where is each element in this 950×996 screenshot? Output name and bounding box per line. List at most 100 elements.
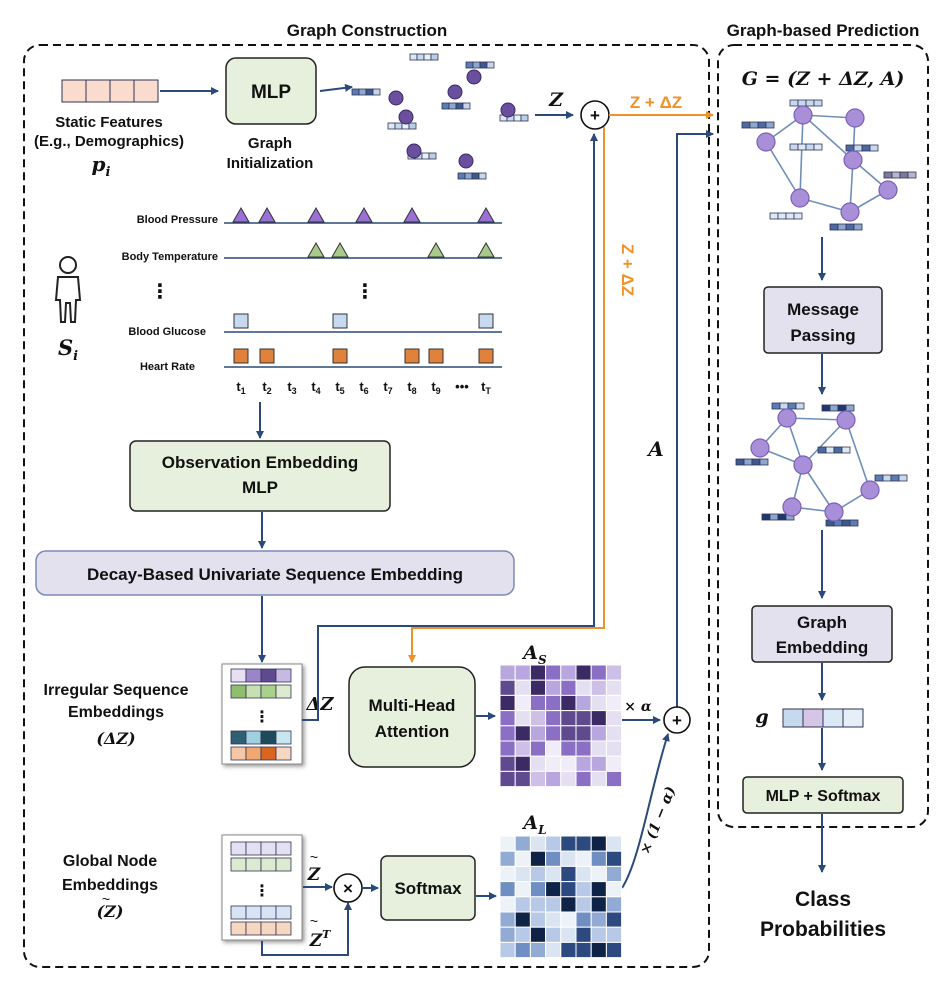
global-tilde: ~ <box>102 891 110 907</box>
matrix-cell <box>605 710 623 727</box>
node-circle <box>466 69 482 85</box>
series-label-blood-pressure: Blood Pressure <box>137 214 218 226</box>
matrix-cell <box>575 694 592 712</box>
heart-rate-marker <box>404 348 420 364</box>
arrow-a-to-graph <box>676 130 714 708</box>
graph-node <box>793 455 813 475</box>
node-circle <box>406 143 422 159</box>
observation-embedding-box <box>129 440 391 512</box>
matrix-cell <box>560 835 577 852</box>
matrix-cell <box>560 941 577 959</box>
matrix-cell <box>575 941 592 959</box>
matrix-cell <box>605 881 623 898</box>
series-label-heart-rate: Heart Rate <box>140 361 195 373</box>
matrix-cell <box>575 679 592 696</box>
matrix-cell <box>499 770 516 788</box>
softmax-box <box>380 855 476 921</box>
irregular-row <box>230 684 292 699</box>
body-temperature-marker <box>427 241 445 258</box>
node-circle <box>388 90 404 106</box>
matrix-cell <box>514 865 531 883</box>
matrix-cell <box>590 694 607 712</box>
mlp-softmax-box <box>742 776 904 814</box>
matrix-cell <box>590 725 607 742</box>
matrix-cell <box>514 710 531 727</box>
matrix-cell <box>529 896 547 913</box>
observation-markers <box>232 206 495 364</box>
matrix-cell <box>560 725 577 742</box>
times-symbol: × <box>343 879 353 898</box>
matrix-cell <box>590 755 607 772</box>
matrix-cell <box>514 941 531 959</box>
graph-embedding-box <box>751 605 893 663</box>
timestep-label: t5 <box>335 379 344 396</box>
matrix-cell <box>529 865 547 883</box>
graph-node <box>756 132 776 152</box>
attention-matrix-as <box>499 664 623 788</box>
matrix-cell <box>499 694 516 712</box>
matrix-cell <box>605 865 623 883</box>
arrow-ztildeT-to-times <box>261 902 352 956</box>
matrix-cell <box>560 926 577 943</box>
matrix-cell <box>590 926 607 943</box>
ztilde-label: Z <box>307 865 321 885</box>
irregular-row <box>230 730 292 745</box>
arrow-al-to-plus <box>621 733 670 889</box>
graph-equation: G = (Z + ΔZ, A) <box>742 68 905 90</box>
ztildeT-label: ZT <box>309 928 331 951</box>
matrix-cell <box>545 896 562 913</box>
irregular-label-1: Irregular Sequence <box>44 682 189 699</box>
z-plus-dz-vertical-label: Z + ΔZ <box>618 244 637 296</box>
blood-pressure-marker <box>307 206 325 223</box>
graph-edge <box>845 419 871 491</box>
global-row <box>230 857 292 872</box>
matrix-cell <box>605 911 623 928</box>
node-feature-vector <box>499 114 529 122</box>
matrix-cell <box>514 725 531 742</box>
z-plus-dz-label: Z + ΔZ <box>630 93 682 112</box>
matrix-cell <box>575 926 592 943</box>
matrix-cell <box>560 664 577 681</box>
matrix-cell <box>545 725 562 742</box>
matrix-cell <box>545 694 562 712</box>
graph-node <box>878 180 898 200</box>
matrix-cell <box>514 850 531 867</box>
matrix-cell <box>605 941 623 959</box>
gemb-label-1: Graph <box>797 613 847 632</box>
matrix-cell <box>605 835 623 852</box>
timestep-label: t8 <box>407 379 416 396</box>
matrix-cell <box>499 865 516 883</box>
matrix-cell <box>590 740 607 757</box>
matrix-cell <box>514 835 531 852</box>
matrix-cell <box>560 770 577 788</box>
adjacency-matrix-al <box>499 835 623 959</box>
irregular-row <box>230 746 292 761</box>
matrix-cell <box>545 755 562 772</box>
graph-node <box>782 497 802 517</box>
matrix-cell <box>545 835 562 852</box>
matrix-cell <box>605 679 623 696</box>
graph-init-label-1: Graph <box>248 135 292 152</box>
matrix-cell <box>560 755 577 772</box>
graph-node <box>836 410 856 430</box>
series-ellipsis-left: ⋮ <box>150 281 170 303</box>
timestep-label: t9 <box>431 379 440 396</box>
matrix-cell <box>529 770 547 788</box>
matrix-cell <box>529 755 547 772</box>
matrix-cell <box>545 770 562 788</box>
node-feature-vector <box>874 474 908 482</box>
plus-node-bottom <box>663 706 691 734</box>
g-label: g <box>755 706 768 728</box>
matrix-cell <box>499 679 516 696</box>
matrix-cell <box>605 725 623 742</box>
static-feature-vector <box>61 79 159 103</box>
blood-glucose-marker <box>332 313 348 329</box>
obs-embed-label-2: MLP <box>242 478 278 497</box>
timestep-label: t7 <box>383 379 392 396</box>
plus-bottom-symbol: + <box>672 711 682 730</box>
graph-edge <box>802 419 847 466</box>
matrix-cell <box>529 725 547 742</box>
matrix-cell <box>529 911 547 928</box>
blood-pressure-marker <box>258 206 276 223</box>
matrix-cell <box>590 865 607 883</box>
